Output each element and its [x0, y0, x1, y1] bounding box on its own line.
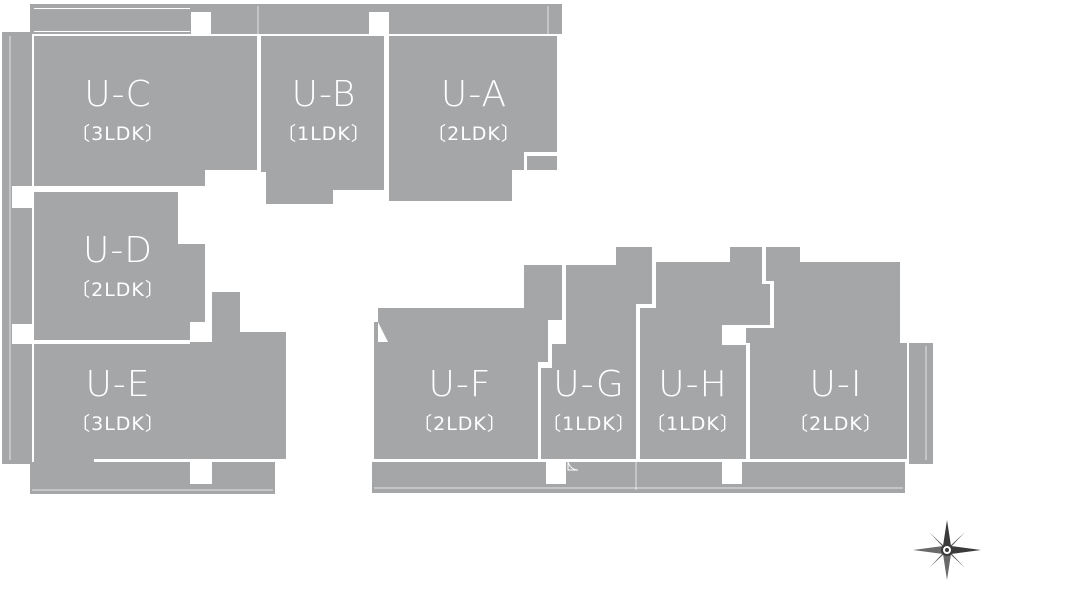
unit-type-u-c: 〔3LDK〕	[71, 123, 165, 145]
unit-label-u-e: U-E	[85, 364, 150, 405]
unit-label-u-f: U-F	[428, 364, 491, 405]
unit-label-u-g: U-G	[553, 364, 625, 405]
balcony-bottom-right	[372, 459, 905, 493]
unit-u-d[interactable]: U-D 〔2LDK〕	[34, 192, 205, 340]
unit-type-u-d: 〔2LDK〕	[71, 279, 165, 301]
unit-u-c[interactable]: U-C 〔3LDK〕	[34, 36, 257, 186]
unit-u-g[interactable]: U-G 〔1LDK〕	[541, 247, 652, 459]
unit-type-u-g: 〔1LDK〕	[542, 413, 636, 435]
unit-label-u-a: U-A	[441, 74, 507, 115]
unit-u-i[interactable]: U-I 〔2LDK〕	[746, 247, 907, 459]
unit-u-f[interactable]: U-F 〔2LDK〕	[374, 265, 562, 459]
unit-type-u-a: 〔2LDK〕	[427, 123, 521, 145]
unit-u-b[interactable]: U-B 〔1LDK〕	[261, 36, 384, 204]
unit-label-u-i: U-I	[810, 364, 863, 405]
compass-rose-icon	[913, 520, 981, 580]
unit-u-h[interactable]: U-H 〔1LDK〕	[640, 247, 770, 459]
unit-type-u-f: 〔2LDK〕	[413, 413, 507, 435]
unit-u-e[interactable]: U-E 〔3LDK〕	[34, 292, 286, 468]
unit-label-u-d: U-D	[83, 230, 153, 271]
balcony-top-north	[30, 4, 562, 34]
unit-label-u-h: U-H	[658, 364, 727, 405]
unit-type-u-i: 〔2LDK〕	[789, 413, 883, 435]
unit-u-a[interactable]: U-A 〔2LDK〕	[389, 36, 557, 201]
balcony-bottom-left	[30, 462, 275, 494]
balcony-left-west	[2, 32, 32, 464]
unit-type-u-h: 〔1LDK〕	[646, 413, 740, 435]
unit-label-u-b: U-B	[292, 74, 357, 115]
unit-type-u-b: 〔1LDK〕	[277, 123, 371, 145]
balcony-right-east	[909, 343, 933, 464]
unit-label-u-c: U-C	[84, 74, 151, 115]
unit-type-u-e: 〔3LDK〕	[71, 413, 165, 435]
